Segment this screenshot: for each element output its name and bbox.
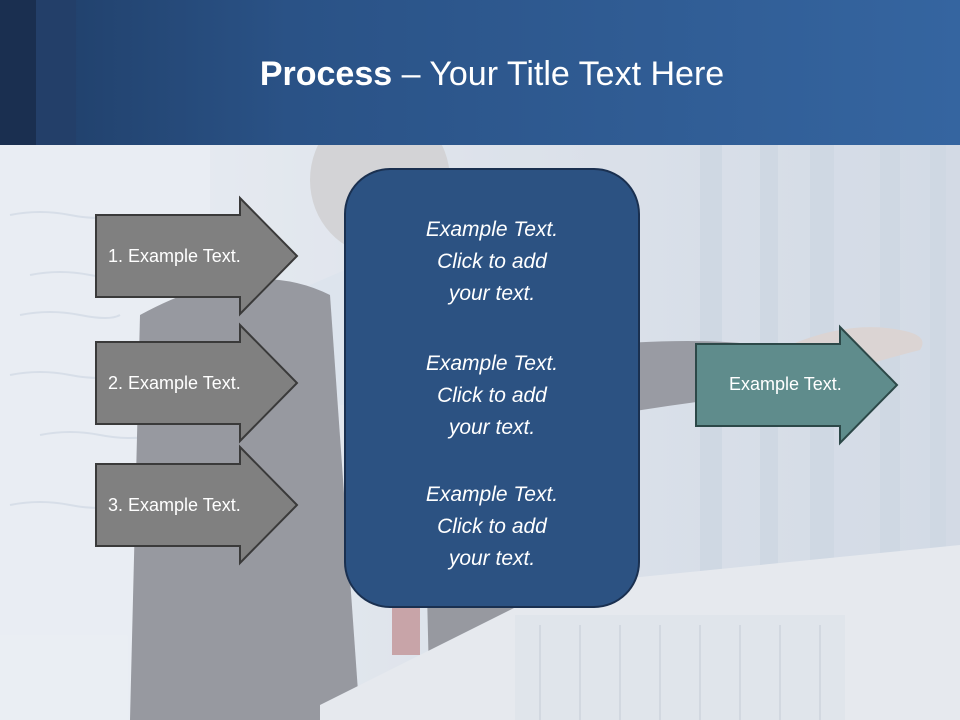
left-arrow-3[interactable] — [95, 444, 299, 566]
left-arrow-1[interactable] — [95, 195, 299, 317]
center-line: your text. — [448, 282, 536, 305]
right-arrow-label: Example Text. — [729, 374, 842, 394]
left-arrow-2-label: 2. Example Text. — [108, 373, 241, 393]
title-regular-part: – Your Title Text Here — [392, 55, 725, 93]
title-bold-part: Process — [259, 55, 393, 93]
center-line: your text. — [448, 416, 536, 439]
center-paragraph-3: Example Text. Click to add your text. — [346, 479, 638, 575]
center-line: Example Text. — [425, 483, 559, 506]
center-line: Click to add — [437, 384, 547, 407]
center-line: Example Text. — [425, 352, 559, 375]
center-text-box[interactable]: Example Text. Click to add your text. Ex… — [344, 168, 640, 608]
center-line: Example Text. — [425, 218, 559, 241]
left-arrow-1-label: 1. Example Text. — [108, 246, 241, 266]
center-line: your text. — [448, 547, 536, 570]
slide-title[interactable]: Process – Your Title Text Here — [0, 52, 960, 96]
right-arrow[interactable] — [695, 324, 899, 446]
banner-accent-strip — [0, 0, 36, 145]
center-paragraph-1: Example Text. Click to add your text. — [346, 214, 638, 310]
title-banner: Process – Your Title Text Here — [0, 0, 960, 145]
center-paragraph-2: Example Text. Click to add your text. — [346, 348, 638, 444]
center-line: Click to add — [437, 515, 547, 538]
center-line: Click to add — [437, 250, 547, 273]
banner-accent-strip — [36, 0, 76, 145]
left-arrow-3-label: 3. Example Text. — [108, 495, 241, 515]
left-arrow-2[interactable] — [95, 322, 299, 444]
